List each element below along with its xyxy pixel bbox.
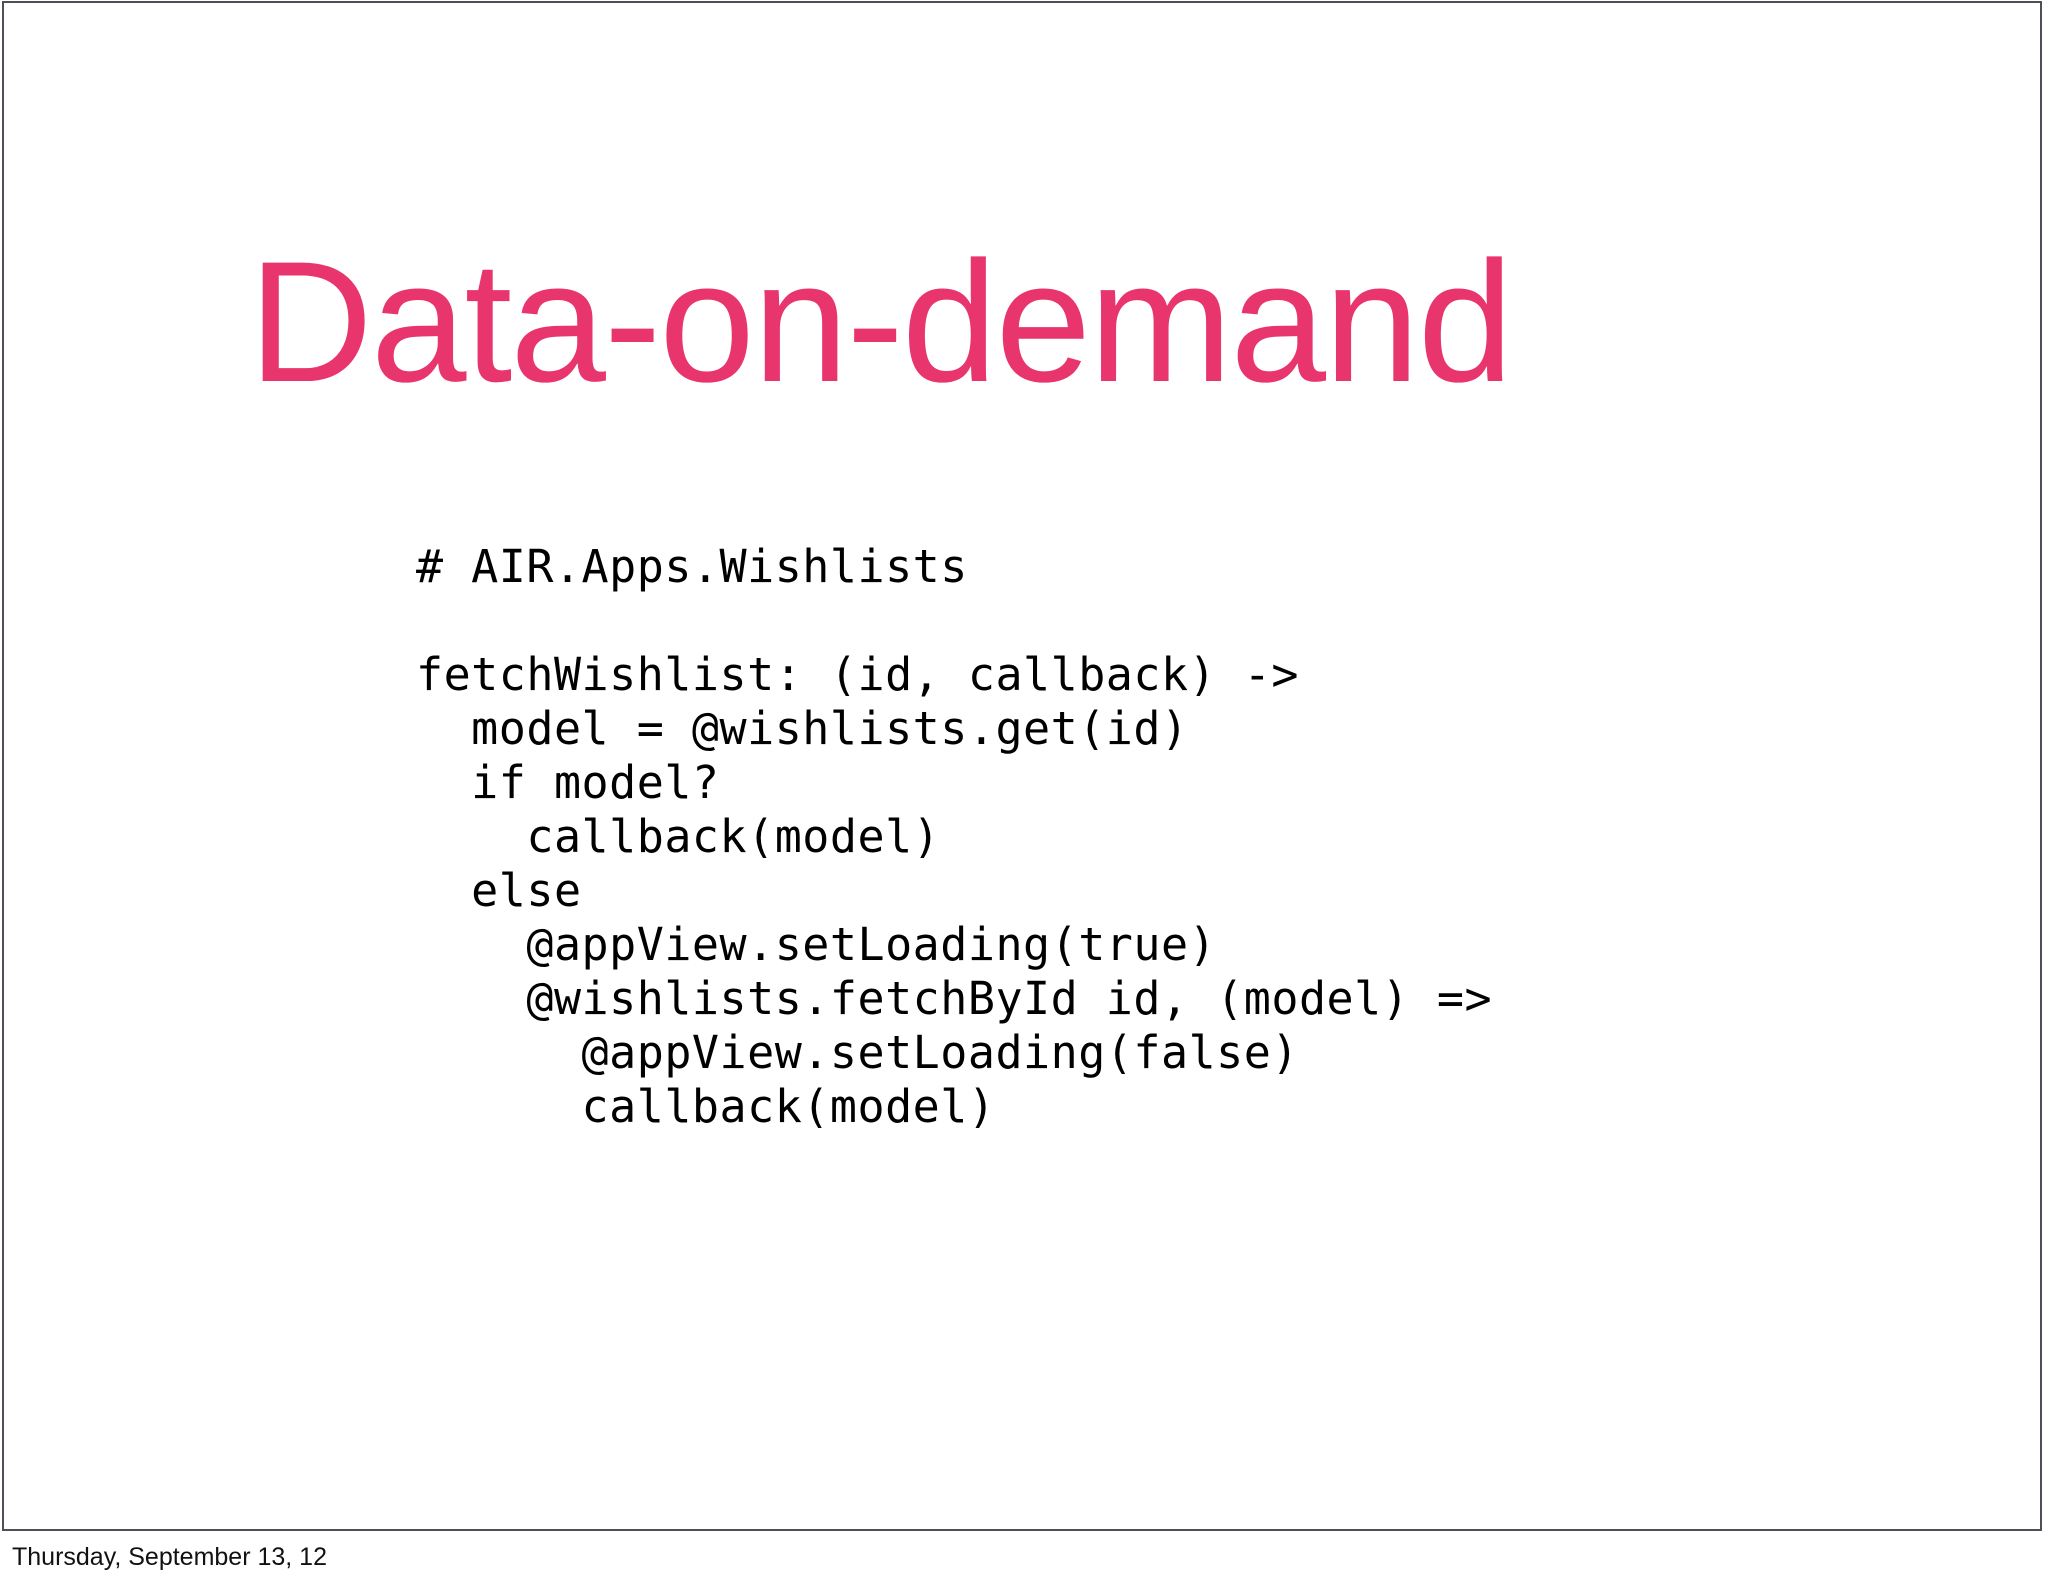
code-line: callback(model): [416, 810, 941, 863]
code-line: else: [416, 864, 582, 917]
code-line: [416, 594, 1492, 648]
slide-footer-date: Thursday, September 13, 12: [12, 1543, 327, 1571]
code-line: @appView.setLoading(false): [416, 1026, 1299, 1079]
code-line: model = @wishlists.get(id): [416, 702, 1189, 755]
code-line: fetchWishlist: (id, callback) ->: [416, 648, 1299, 701]
code-block: # AIR.Apps.Wishlists fetchWishlist: (id,…: [416, 540, 1492, 1134]
code-line: @appView.setLoading(true): [416, 918, 1217, 971]
slide-canvas: Data-on-demand # AIR.Apps.Wishlists fetc…: [2, 1, 2042, 1531]
code-line: # AIR.Apps.Wishlists: [416, 540, 968, 593]
page-title: Data-on-demand: [248, 226, 1514, 419]
code-line: callback(model): [416, 1080, 996, 1133]
code-line: if model?: [416, 756, 720, 809]
code-line: @wishlists.fetchById id, (model) =>: [416, 972, 1493, 1025]
